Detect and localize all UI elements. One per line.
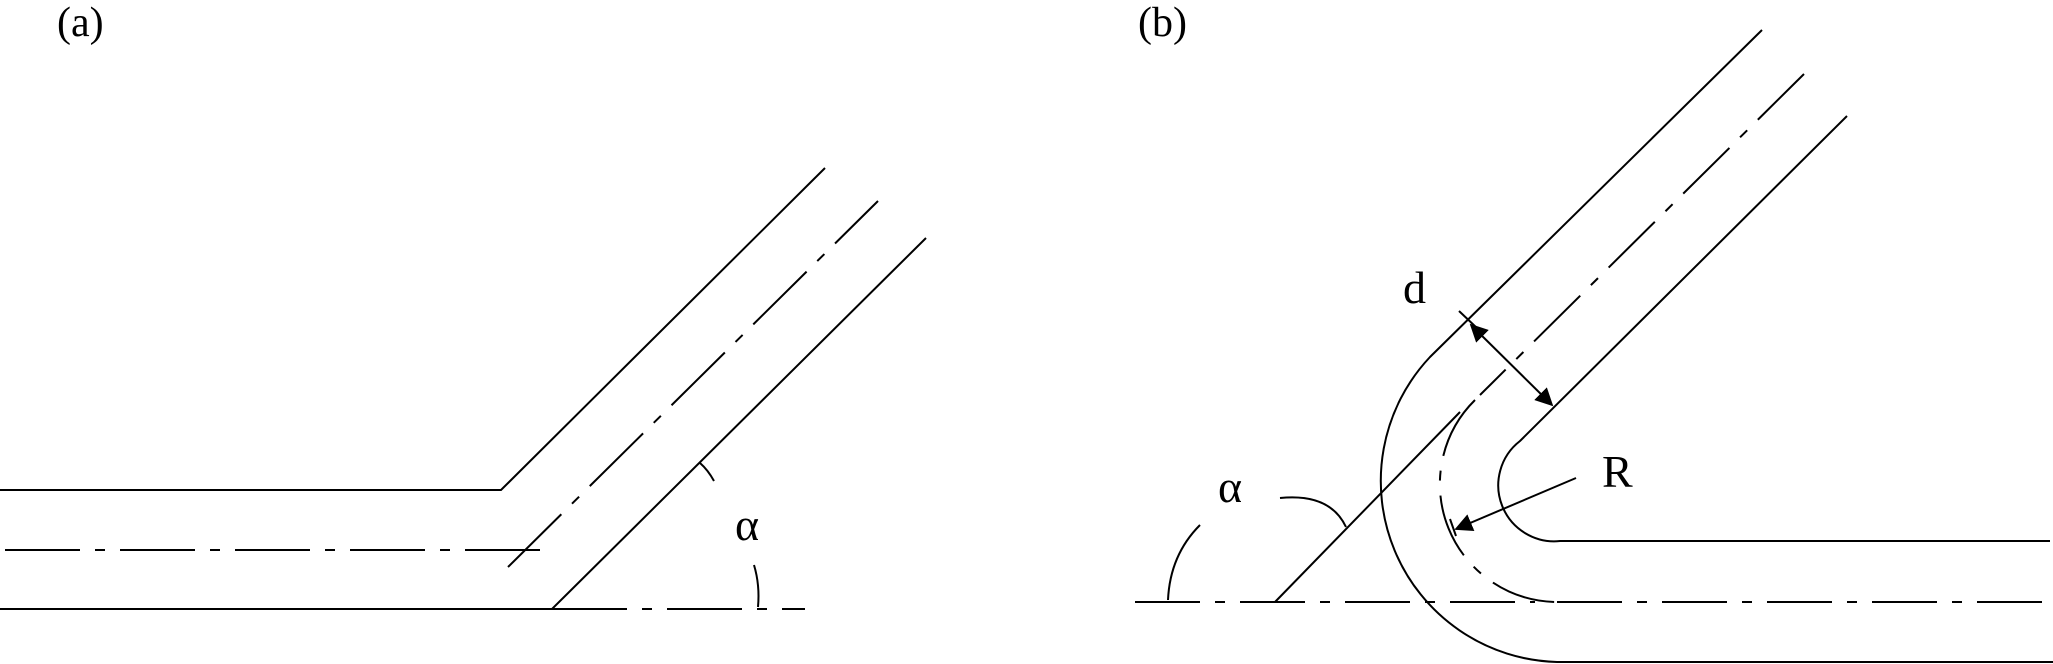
panel-b-angle-arc-left [1167, 524, 1201, 601]
panel-a-upper-wall [0, 167, 826, 491]
panel-b-angled-centerline [1479, 73, 1805, 396]
panel-a-angled-centerline [507, 200, 879, 568]
panel-b-outer-wall [1379, 29, 2053, 663]
panel-b-radius-tick [1449, 518, 1457, 537]
panel-b-angle-arc-right [1279, 496, 1347, 528]
panel-a-alpha-label: α [735, 499, 759, 550]
panel-a-angle-arc-top [699, 462, 715, 482]
panel-b-angle-extension-line [1274, 411, 1461, 603]
panel-b-diameter-arrow [1469, 323, 1554, 407]
panel-b-radius-arrow [1454, 477, 1577, 531]
panel-b-alpha-label: α [1218, 461, 1242, 512]
panel-a-label: (a) [57, 0, 104, 46]
panel-b-centerline-arc [1438, 399, 1558, 603]
panel-a-angle-arc-bottom [753, 564, 760, 608]
panel-a-lower-wall [0, 237, 927, 610]
panel-a: (a) α [0, 0, 927, 610]
panel-b: (b) α d R [1135, 0, 2053, 663]
panel-b-inner-wall [1497, 115, 2050, 543]
panel-b-label: (b) [1138, 0, 1187, 46]
panel-b-d-label: d [1403, 262, 1426, 313]
panel-b-r-label: R [1602, 446, 1633, 497]
